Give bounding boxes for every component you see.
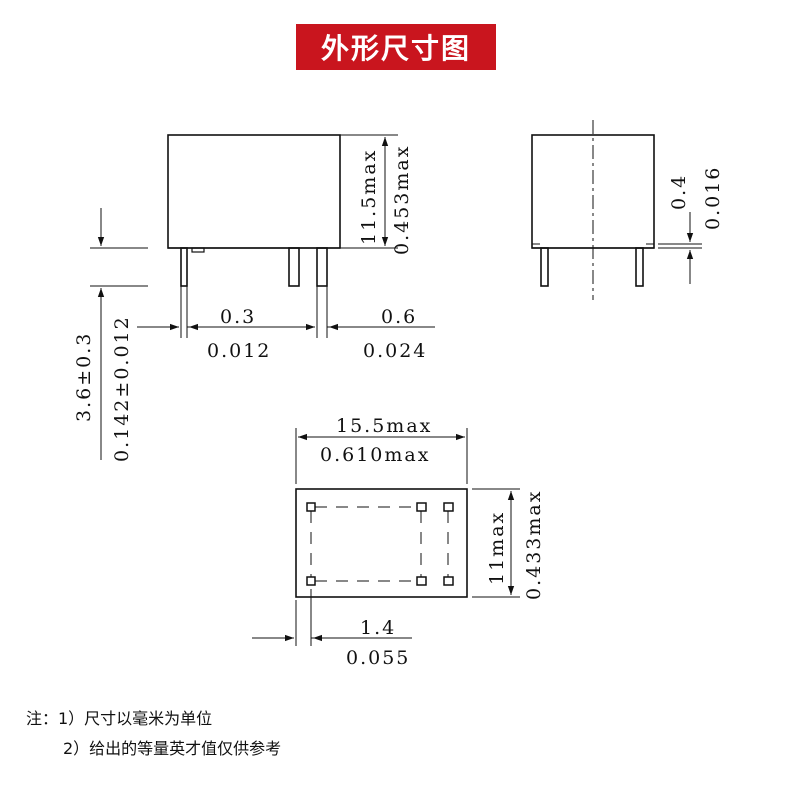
front-view	[90, 134, 435, 460]
front-pin-right	[316, 247, 328, 287]
dimension-drawing: 11.5max 0.453max 3.6±0.3 0.142±0.012 0.3…	[73, 120, 724, 669]
length-mm: 15.5max	[336, 415, 432, 437]
notes: 注：1）尺寸以毫米为单位 2）给出的等量英才值仅供参考	[26, 704, 281, 764]
note-line-1: 注：1）尺寸以毫米为单位	[26, 709, 213, 728]
pad-top-mid	[416, 502, 427, 512]
side-view	[531, 120, 702, 300]
front-pin-left	[180, 247, 188, 287]
pad-top-left	[306, 502, 316, 512]
front-height-in: 0.453max	[391, 145, 413, 255]
front-body-outline	[167, 134, 341, 249]
front-height-mm: 11.5max	[358, 149, 380, 245]
pin-offset-in: 0.055	[346, 647, 410, 669]
pin-pads	[306, 502, 454, 586]
standoff-in: 0.016	[702, 166, 724, 230]
pad-bottom-right	[443, 576, 454, 586]
bottom-body-outline	[295, 488, 468, 598]
pin-gap-in: 0.024	[363, 340, 427, 362]
diagram-title: 外形尺寸图	[296, 24, 496, 70]
front-standoff	[191, 247, 205, 253]
pad-top-right	[443, 502, 454, 512]
pad-bottom-left	[306, 576, 316, 586]
pin-length-in: 0.142±0.012	[111, 315, 133, 462]
side-pin-left	[540, 247, 549, 287]
pad-bottom-mid	[416, 576, 427, 586]
pin-length-mm: 3.6±0.3	[73, 332, 95, 422]
front-pin-mid	[288, 247, 300, 287]
note-line-2: 2）给出的等量英才值仅供参考	[63, 739, 282, 758]
standoff-mm: 0.4	[668, 174, 690, 210]
length-in: 0.610max	[320, 444, 430, 466]
pin-dash-lines	[310, 506, 449, 582]
width-mm: 11max	[486, 511, 508, 585]
pin-gap-mm: 0.6	[381, 306, 417, 328]
pin-width-in: 0.012	[207, 340, 271, 362]
side-pin-right	[635, 247, 644, 287]
pin-width-mm: 0.3	[220, 306, 256, 328]
pin-offset-mm: 1.4	[360, 617, 396, 639]
bottom-view	[252, 428, 520, 646]
width-in: 0.433max	[523, 490, 545, 600]
